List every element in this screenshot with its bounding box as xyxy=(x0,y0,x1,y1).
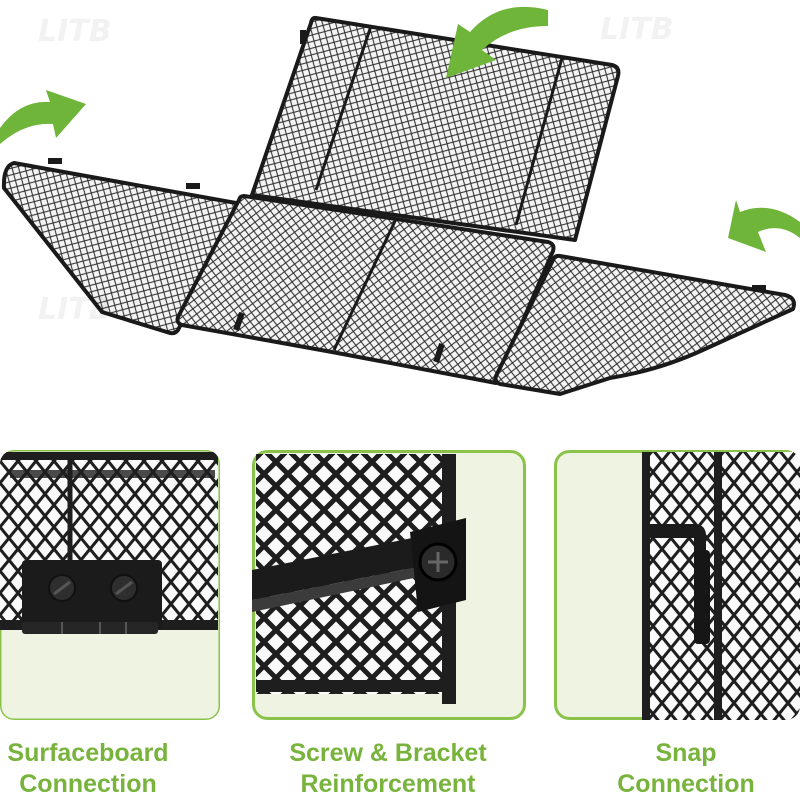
curved-arrow-icon xyxy=(0,90,86,144)
caption-line: Screw & Bracket xyxy=(289,739,487,767)
caption-snap: Snap Connection xyxy=(536,738,800,800)
mesh-panels-illustration xyxy=(0,6,800,396)
surfaceboard-hinge-closeup xyxy=(0,450,220,720)
detail-panel-snap xyxy=(554,450,800,720)
caption-line: Reinforcement xyxy=(300,770,476,798)
detail-panel-screw-bracket xyxy=(252,450,526,720)
caption-surfaceboard: Surfaceboard Connection xyxy=(0,738,238,800)
back-panel xyxy=(250,15,621,242)
caption-line: Connection xyxy=(19,770,157,798)
caption-line: Surfaceboard xyxy=(7,739,169,767)
caption-line: Connection xyxy=(617,770,755,798)
screw-bracket-closeup xyxy=(252,450,526,720)
caption-line: Snap xyxy=(655,739,717,767)
watermark: LITB xyxy=(600,12,674,47)
watermark: LITB xyxy=(38,14,112,49)
watermark: LITB xyxy=(38,292,112,327)
detail-panel-surfaceboard xyxy=(0,450,220,720)
caption-screw-bracket: Screw & Bracket Reinforcement xyxy=(238,738,538,800)
curved-arrow-icon xyxy=(446,6,548,78)
snap-latch-closeup xyxy=(554,450,800,720)
curved-arrow-icon xyxy=(728,200,800,252)
right-side-panel xyxy=(493,253,796,396)
hero-product-image: LITB LITB LITB xyxy=(0,6,800,396)
bottom-panel xyxy=(175,194,556,385)
